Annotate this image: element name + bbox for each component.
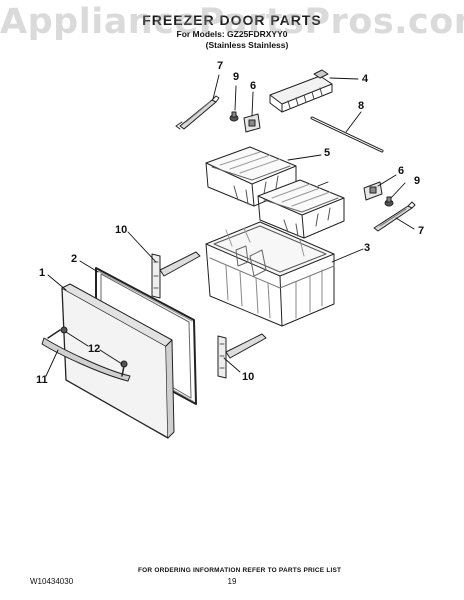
document-number: W10434030 xyxy=(30,577,74,586)
callout-4: 4 xyxy=(362,73,369,85)
callout-6-upper: 6 xyxy=(250,80,256,92)
part-10-slide-bracket-lower xyxy=(217,333,267,379)
part-12-handle-screws xyxy=(60,326,128,368)
callout-7-upper: 7 xyxy=(217,60,223,72)
part-6-clip-upper xyxy=(243,113,261,133)
callout-2: 2 xyxy=(71,253,77,265)
part-9-screw-upper xyxy=(229,111,239,122)
model-info: For Models: GZ25FDRXYY0 (Stainless Stain… xyxy=(0,29,464,51)
callout-1: 1 xyxy=(39,267,45,279)
ordering-note: FOR ORDERING INFORMATION REFER TO PARTS … xyxy=(138,567,342,574)
part-4-rail-bracket xyxy=(269,69,333,113)
callout-9-lower: 9 xyxy=(414,175,420,187)
part-9-screw-lower xyxy=(384,196,394,207)
callout-labels: 7 9 6 4 8 5 6 9 7 3 10 10 2 1 12 11 xyxy=(36,60,424,386)
callout-8: 8 xyxy=(358,100,364,112)
callout-10-lower: 10 xyxy=(242,371,254,383)
part-5-lower-basket xyxy=(257,179,345,239)
callout-10-upper: 10 xyxy=(115,224,127,236)
part-7-trim-lower xyxy=(373,201,416,232)
part-10-slide-bracket-upper xyxy=(151,251,201,299)
page-title: FREEZER DOOR PARTS xyxy=(142,12,322,28)
callout-6-lower: 6 xyxy=(398,165,404,177)
part-1-door-panel xyxy=(61,283,175,439)
models-line: For Models: GZ25FDRXYY0 xyxy=(176,29,288,39)
callout-7-lower: 7 xyxy=(418,225,424,237)
callout-11: 11 xyxy=(36,374,48,386)
callout-12: 12 xyxy=(88,343,100,355)
part-3-freezer-bin xyxy=(205,221,335,327)
leader-lines xyxy=(45,74,415,377)
part-8-rod xyxy=(310,116,384,153)
part-6-clip-lower xyxy=(363,181,383,201)
part-7-trim-upper xyxy=(175,95,220,130)
callout-3: 3 xyxy=(364,242,370,254)
callout-9-upper: 9 xyxy=(233,71,239,83)
callout-5: 5 xyxy=(324,147,330,159)
finish-line: (Stainless Stainless) xyxy=(205,40,289,50)
page-number: 19 xyxy=(227,577,237,586)
